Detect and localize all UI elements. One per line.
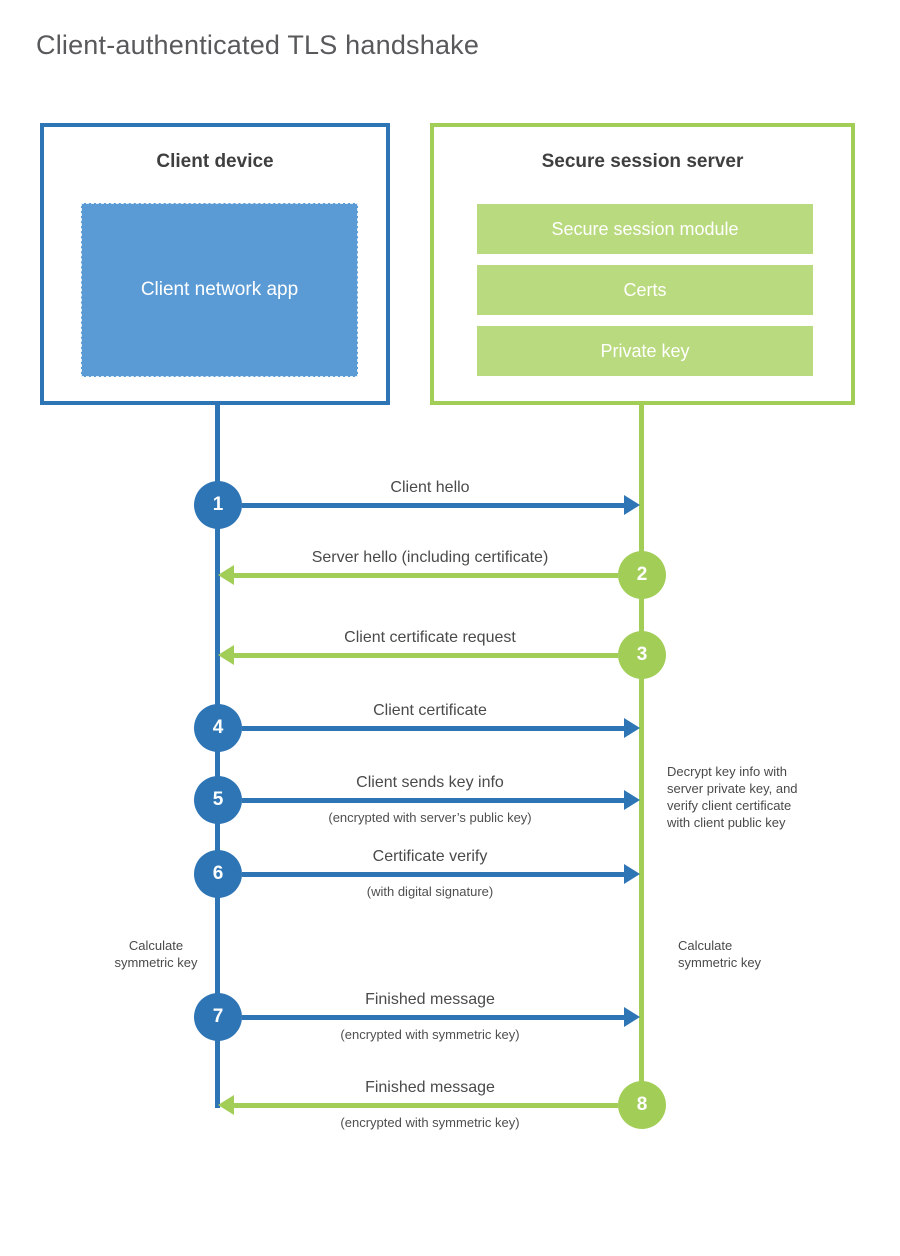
server-certs-label: Certs: [623, 279, 667, 300]
step3-label: Client certificate request: [344, 629, 516, 646]
client-device-box: Client device Client network app: [40, 123, 390, 405]
client-lifeline: [215, 405, 220, 1108]
step1-label: Client hello: [390, 479, 470, 496]
client-device-header: Client device: [156, 151, 274, 172]
step7-sublabel: (encrypted with symmetric key): [340, 1027, 520, 1042]
server-private-key-bar: Private key: [477, 326, 813, 376]
step2-label: Server hello (including certificate): [311, 549, 549, 566]
server-module-bar: Secure session module: [477, 204, 813, 254]
step6-label: Certificate verify: [372, 848, 488, 865]
step6-arrowhead-icon: [624, 864, 640, 884]
step3-arrow: [234, 653, 618, 658]
step4-arrow: [242, 726, 624, 731]
step8-circle: 8: [618, 1081, 666, 1129]
page-title: Client-authenticated TLS handshake: [36, 30, 480, 60]
client-network-app-box: Client network app: [81, 203, 358, 377]
client-network-app-label: Client network app: [140, 279, 299, 301]
step3-circle: 3: [618, 631, 666, 679]
step6-circle: 6: [194, 850, 242, 898]
step6-arrow: [242, 872, 624, 877]
secure-session-server-header: Secure session server: [541, 151, 744, 172]
step2-circle: 2: [618, 551, 666, 599]
step1-circle: 1: [194, 481, 242, 529]
decrypt-note: Decrypt key info with server private key…: [667, 764, 798, 830]
calc-symmetric-key-right: Calculate symmetric key: [678, 938, 762, 970]
step6-sublabel: (with digital signature): [366, 884, 494, 899]
calc-symmetric-key-left: Calculate symmetric key: [114, 938, 198, 970]
step2-arrow: [234, 573, 618, 578]
step4-circle: 4: [194, 704, 242, 752]
server-module-label: Secure session module: [551, 218, 739, 239]
step2-arrowhead-icon: [218, 565, 234, 585]
secure-session-server-box: Secure session server Secure session mod…: [430, 123, 855, 405]
step4-label: Client certificate: [373, 702, 487, 719]
step7-label: Finished message: [365, 991, 495, 1008]
step1-arrowhead-icon: [624, 495, 640, 515]
server-private-key-label: Private key: [600, 340, 690, 361]
step5-circle: 5: [194, 776, 242, 824]
step8-sublabel: (encrypted with symmetric key): [340, 1115, 520, 1130]
step8-label: Finished message: [365, 1079, 495, 1096]
step7-arrow: [242, 1015, 624, 1020]
step1-arrow: [242, 503, 624, 508]
server-lifeline: [639, 405, 644, 1105]
server-certs-bar: Certs: [477, 265, 813, 315]
step8-arrow: [234, 1103, 618, 1108]
step5-arrow: [242, 798, 624, 803]
step5-label: Client sends key info: [356, 774, 504, 791]
step3-arrowhead-icon: [218, 645, 234, 665]
step8-arrowhead-icon: [218, 1095, 234, 1115]
step5-arrowhead-icon: [624, 790, 640, 810]
step7-circle: 7: [194, 993, 242, 1041]
step7-arrowhead-icon: [624, 1007, 640, 1027]
step4-arrowhead-icon: [624, 718, 640, 738]
step5-sublabel: (encrypted with server’s public key): [328, 810, 532, 825]
